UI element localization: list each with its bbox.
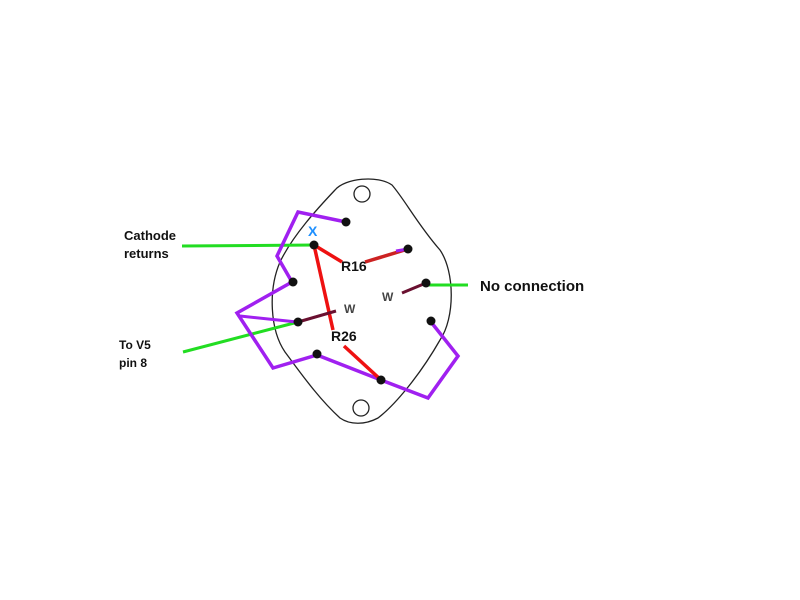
pin-6 [293, 317, 303, 327]
heater-wire-left [297, 309, 337, 324]
purple-wire-left [234, 210, 382, 382]
purple-wire-to-v5-pin [239, 314, 298, 324]
no-connection-label: No connection [480, 278, 584, 295]
resistor-r16 [313, 243, 343, 264]
pin-9 [376, 375, 386, 385]
r26-label: R26 [331, 328, 357, 344]
pin-8 [312, 349, 322, 359]
to-v5-label-line1: To V5 [119, 338, 151, 352]
pin-1 [341, 217, 351, 227]
resistor-r26-lead [342, 344, 383, 382]
to-v5-lead [182, 320, 299, 354]
to-v5-label-line2: pin 8 [119, 356, 147, 370]
pin-7 [426, 316, 436, 326]
pin-2 [309, 240, 319, 250]
pin-4 [288, 277, 298, 287]
pin-3 [403, 244, 413, 254]
cathode-returns-label-line1: Cathode [124, 228, 176, 243]
w-label-left: W [344, 302, 356, 316]
pin-5 [421, 278, 431, 288]
w-label-right: W [382, 290, 394, 304]
x-mark-label: X [308, 223, 318, 239]
cathode-returns-lead [181, 243, 315, 248]
socket-outline [271, 178, 452, 424]
resistor-r26 [312, 244, 335, 331]
mounting-hole-top [353, 185, 371, 203]
cathode-returns-label-line2: returns [124, 246, 169, 261]
purple-wire-right [380, 320, 461, 401]
mounting-hole-bottom [352, 399, 370, 417]
r16-label: R16 [341, 258, 367, 274]
